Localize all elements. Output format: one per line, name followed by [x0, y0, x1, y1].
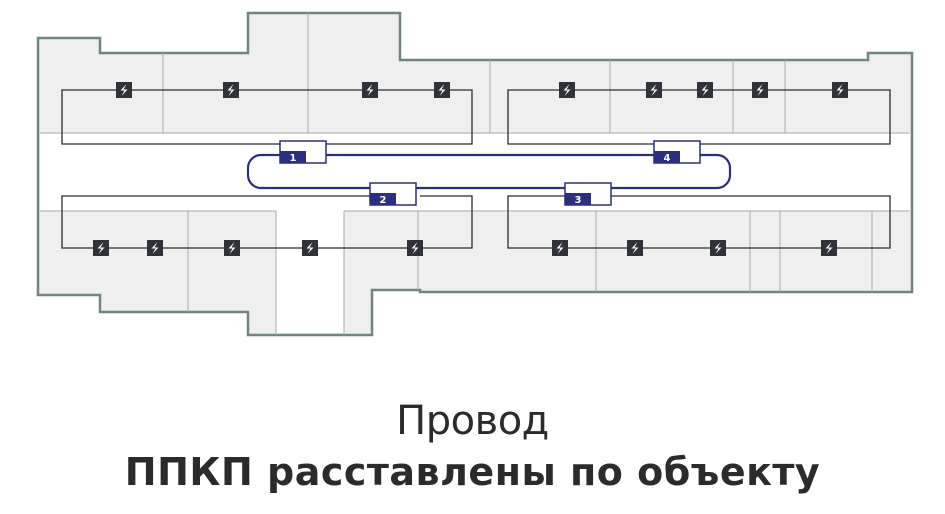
- lightning-bolt-icon: [407, 240, 423, 256]
- lightning-bolt-icon: [552, 240, 568, 256]
- control-unit-label: 1: [290, 153, 297, 164]
- control-loop-wire: [246, 153, 732, 190]
- corridor: [40, 133, 910, 211]
- lightning-bolt-icon: [821, 240, 837, 256]
- wire-bottom-left: [61, 195, 473, 249]
- lightning-bolt-icon: [362, 82, 378, 98]
- floor-plan: 1 4 2 3: [36, 11, 914, 337]
- lightning-bolt-icon: [93, 240, 109, 256]
- control-unit-3[interactable]: 3: [564, 182, 612, 206]
- passage: [276, 211, 344, 333]
- caption-title: ППКП расставлены по объекту: [124, 450, 821, 494]
- lightning-bolt-icon: [710, 240, 726, 256]
- lightning-bolt-icon: [302, 240, 318, 256]
- lightning-bolt-icon: [223, 82, 239, 98]
- lightning-bolt-icon: [752, 82, 768, 98]
- wire-bottom-right: [507, 195, 891, 249]
- lightning-bolt-icon: [116, 82, 132, 98]
- control-unit-label: 4: [664, 153, 671, 164]
- lightning-bolt-icon: [646, 82, 662, 98]
- control-unit-4[interactable]: 4: [653, 140, 701, 164]
- wire-top-left: [61, 89, 473, 145]
- lightning-bolt-icon: [224, 240, 240, 256]
- lightning-bolt-icon: [627, 240, 643, 256]
- control-unit-1[interactable]: 1: [279, 140, 327, 164]
- lightning-bolt-icon: [559, 82, 575, 98]
- lightning-bolt-icon: [832, 82, 848, 98]
- control-unit-label: 2: [380, 195, 387, 206]
- caption-subtitle: Провод: [396, 398, 549, 444]
- lightning-bolt-icon: [434, 82, 450, 98]
- lightning-bolt-icon: [147, 240, 163, 256]
- control-unit-label: 3: [575, 195, 582, 206]
- control-unit-2[interactable]: 2: [369, 182, 417, 206]
- lightning-bolt-icon: [697, 82, 713, 98]
- room-partitions: [40, 13, 910, 335]
